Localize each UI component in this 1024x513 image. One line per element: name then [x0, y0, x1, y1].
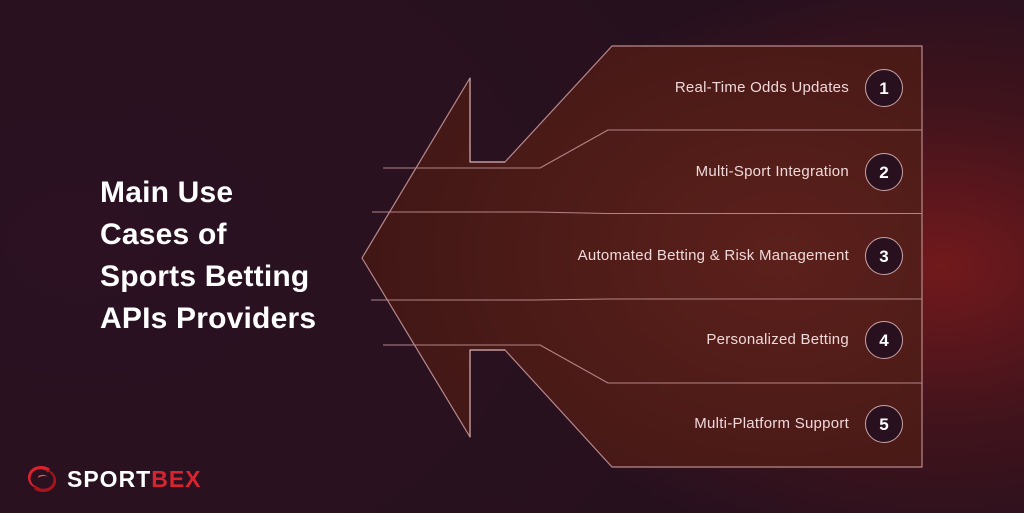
row-divider-4	[383, 344, 922, 384]
brand-name-accent: BEX	[151, 465, 202, 492]
brand-logo-text: SPORT BEX	[67, 465, 202, 492]
row-divider-2	[372, 211, 922, 215]
list-item-number-5: 5	[865, 405, 903, 443]
badge-number-text: 2	[879, 162, 889, 182]
swoosh-circle-icon	[27, 465, 57, 493]
title-line-1: Main Use	[100, 176, 234, 209]
title-line-4: APIs Providers	[100, 302, 317, 335]
notch-top-edge	[469, 78, 505, 163]
list-item-label-5: Multi-Platform Support	[694, 415, 849, 432]
row-divider-3	[371, 298, 922, 301]
list-item-number-1: 1	[865, 69, 903, 107]
row-divider-1	[383, 129, 922, 169]
list-item-label-3: Automated Betting & Risk Management	[577, 247, 849, 264]
notch-bottom-edge	[469, 349, 505, 437]
list-item-label-4: Personalized Betting	[706, 331, 849, 348]
title-line-2: Cases of	[100, 218, 227, 251]
brand-name-primary: SPORT	[67, 465, 152, 492]
badge-number-text: 3	[879, 246, 889, 266]
list-item-number-3: 3	[865, 237, 903, 275]
list-item-label-2: Multi-Sport Integration	[695, 163, 849, 180]
title-line-3: Sports Betting	[100, 260, 310, 293]
badge-number-text: 5	[879, 414, 889, 434]
page-title: Main Use Cases of Sports Betting APIs Pr…	[100, 172, 390, 340]
list-item-number-2: 2	[865, 153, 903, 191]
list-item-number-4: 4	[865, 321, 903, 359]
brand-logo: SPORT BEX	[26, 462, 202, 496]
list-item-label-1: Real-Time Odds Updates	[674, 79, 849, 96]
badge-number-text: 1	[879, 78, 889, 98]
badge-number-text: 4	[879, 330, 889, 350]
